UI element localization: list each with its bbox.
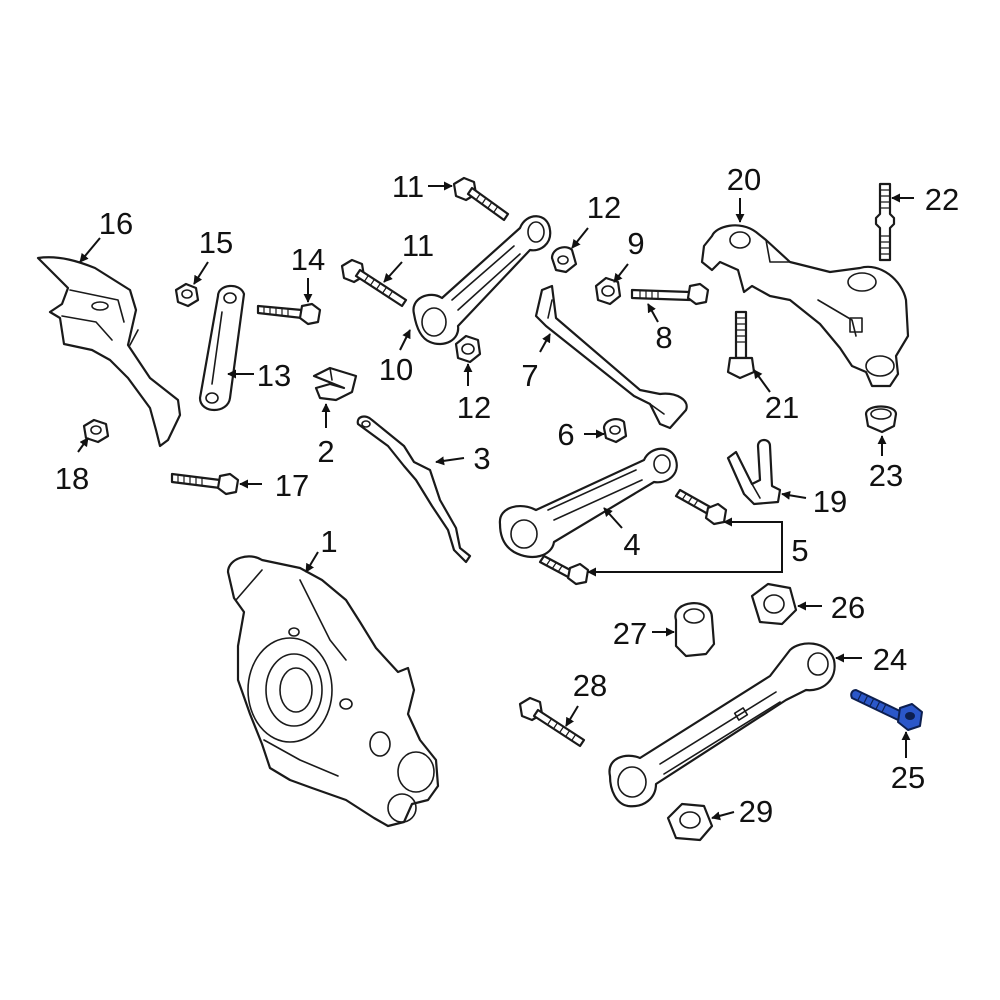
leader-3: [435, 456, 465, 466]
part-14-bolt[interactable]: [256, 302, 322, 326]
part-7-toe-link[interactable]: [534, 284, 688, 430]
leader-18: [77, 437, 89, 453]
part-15-nut[interactable]: [174, 282, 200, 308]
callout-23: 23: [869, 458, 903, 493]
part-12-lower-nut[interactable]: [454, 334, 482, 364]
callout-19: 19: [813, 484, 847, 519]
part-19-bracket[interactable]: [726, 438, 782, 506]
part-21-bolt[interactable]: [726, 310, 756, 380]
part-9-nut[interactable]: [594, 276, 622, 306]
part-8-bolt[interactable]: [630, 282, 710, 306]
leader-5a: [723, 517, 783, 550]
leader-28: [565, 705, 579, 727]
part-11-lower-bolt[interactable]: [340, 258, 408, 308]
part-24-lower-arm[interactable]: [608, 642, 836, 808]
part-12-upper-nut[interactable]: [550, 246, 578, 274]
leader-lines: [77, 181, 914, 821]
leader-19: [781, 490, 807, 500]
callout-22: 22: [925, 182, 959, 217]
part-25-bolt-head-recess: [905, 712, 915, 720]
part-13-link[interactable]: [198, 284, 246, 412]
part-10-control-arm[interactable]: [412, 215, 552, 346]
callout-29: 29: [739, 794, 773, 829]
part-22-stud[interactable]: [874, 182, 896, 262]
callout-20: 20: [727, 162, 761, 197]
callout-25: 25: [891, 760, 925, 795]
leader-4: [603, 507, 623, 529]
callout-9: 9: [627, 226, 644, 261]
part-5-bolt-lower[interactable]: [538, 554, 590, 586]
callout-8: 8: [655, 320, 672, 355]
callout-6: 6: [557, 417, 574, 452]
part-23-nut[interactable]: [864, 405, 898, 434]
callout-10: 10: [379, 352, 413, 387]
callout-11-upper: 11: [392, 169, 424, 204]
callout-18: 18: [55, 461, 89, 496]
callout-12-upper: 12: [587, 190, 621, 225]
callout-labels: 1 2 3 4 5 6 7 8 9 10 11 11 12 12 13 14 1…: [55, 162, 959, 829]
callout-21: 21: [765, 390, 799, 425]
part-1-knuckle[interactable]: [226, 555, 440, 828]
callout-2: 2: [317, 434, 334, 469]
leader-15: [193, 261, 209, 285]
part-3-bracket[interactable]: [356, 415, 472, 564]
callout-4: 4: [623, 527, 640, 562]
leader-29: [711, 811, 735, 821]
callout-7: 7: [521, 358, 538, 393]
callout-11-lower: 11: [402, 228, 434, 263]
callout-16: 16: [99, 206, 133, 241]
part-5-bolt-upper[interactable]: [674, 488, 728, 526]
part-27-nut[interactable]: [674, 602, 716, 658]
callout-24: 24: [873, 642, 907, 677]
part-11-upper-bolt[interactable]: [452, 176, 510, 222]
part-25-bolt-highlighted[interactable]: [850, 689, 923, 731]
part-20-subframe[interactable]: [700, 224, 910, 388]
callout-28: 28: [573, 668, 607, 703]
callout-3: 3: [473, 441, 490, 476]
callout-15: 15: [199, 225, 233, 260]
leader-16: [79, 237, 101, 263]
leader-5b: [587, 550, 783, 577]
callout-13: 13: [257, 358, 291, 393]
part-17-bolt[interactable]: [170, 472, 240, 496]
callout-1: 1: [320, 524, 337, 559]
callout-14: 14: [291, 242, 325, 277]
leader-10: [399, 329, 411, 351]
part-4-lower-arm[interactable]: [498, 447, 678, 559]
part-28-bolt[interactable]: [518, 696, 586, 748]
callout-27: 27: [613, 616, 647, 651]
leader-11b: [383, 261, 403, 283]
leader-7: [539, 333, 551, 353]
part-29-nut[interactable]: [666, 802, 714, 842]
callout-17: 17: [275, 468, 309, 503]
callout-12-lower: 12: [457, 390, 491, 425]
leader-1: [305, 551, 319, 573]
callout-26: 26: [831, 590, 865, 625]
part-6-nut[interactable]: [602, 418, 628, 444]
part-2-clip[interactable]: [312, 366, 358, 402]
leader-9: [613, 263, 629, 283]
part-26-nut[interactable]: [750, 582, 798, 626]
leader-21: [753, 369, 771, 393]
part-16-shield[interactable]: [36, 256, 182, 448]
callout-5: 5: [791, 533, 808, 568]
leader-12a: [571, 227, 589, 249]
leader-8: [647, 303, 659, 323]
